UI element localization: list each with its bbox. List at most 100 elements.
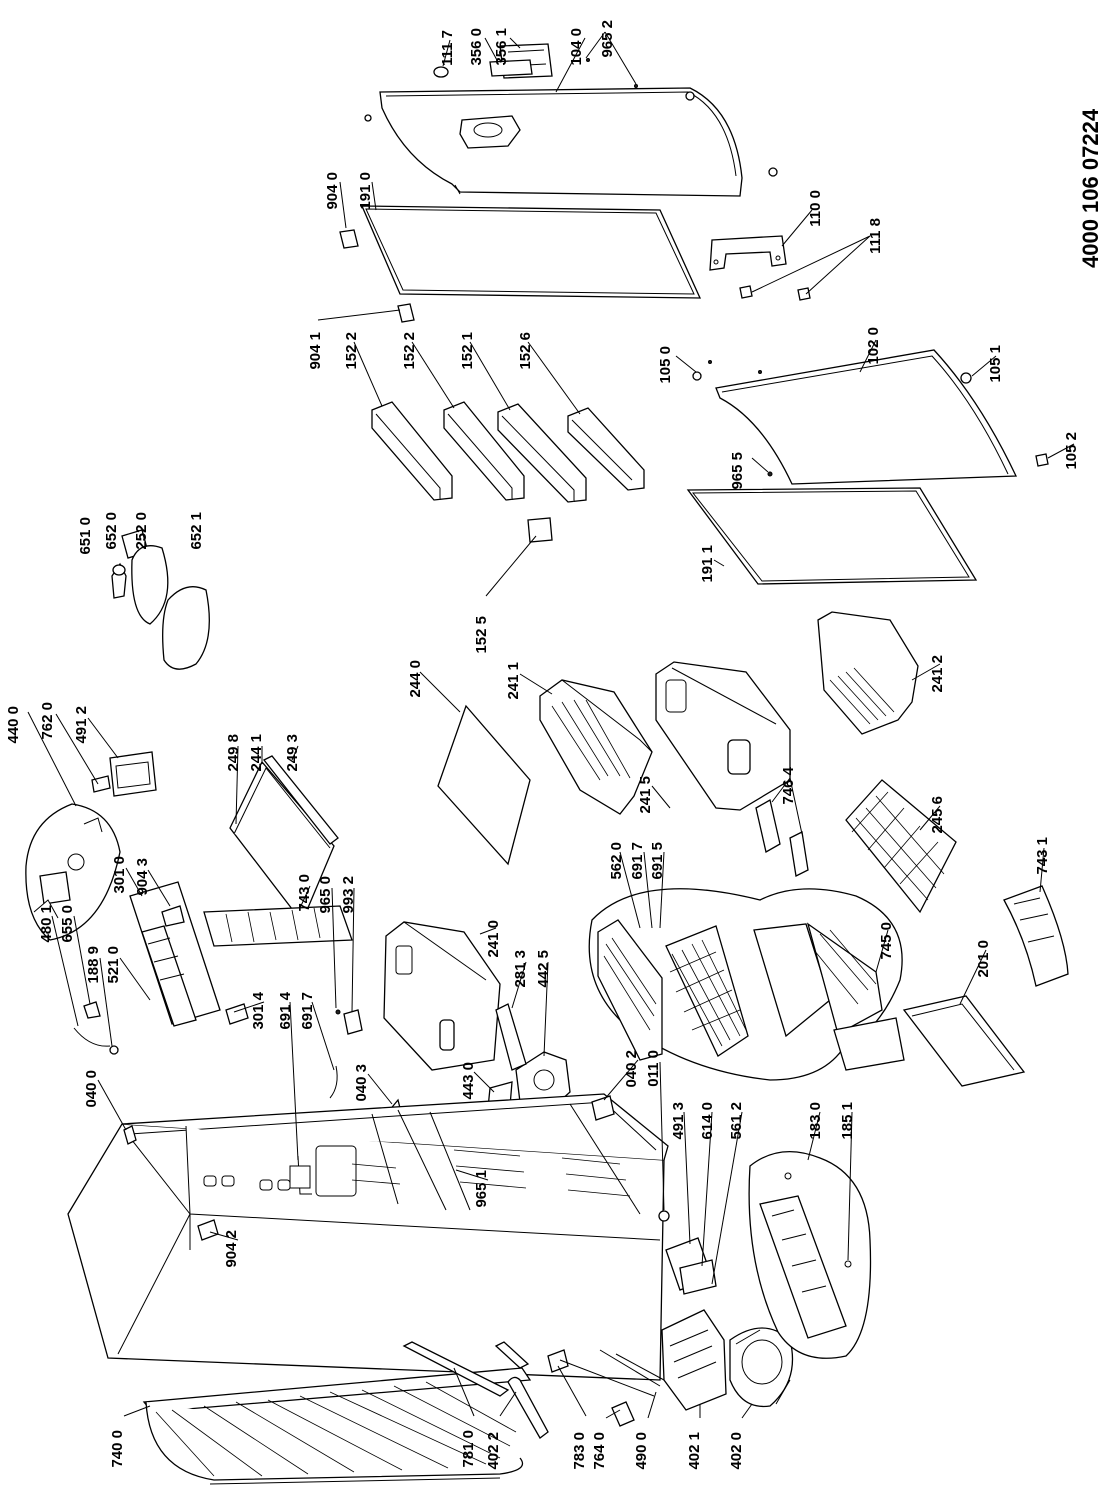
door-shelf-152-2-b xyxy=(443,401,525,501)
part-label: 152 5 xyxy=(473,616,490,654)
part-label: 040 2 xyxy=(623,1050,640,1088)
part-label: 244 1 xyxy=(248,734,265,772)
part-label: 965 1 xyxy=(473,1170,490,1208)
rail-746-4 xyxy=(755,799,781,853)
part-label: 783 0 xyxy=(571,1432,588,1470)
part-label: 904 2 xyxy=(223,1230,240,1268)
part-040-2 xyxy=(591,1095,615,1121)
part-label: 993 2 xyxy=(340,876,357,914)
part-label: 111 7 xyxy=(439,30,456,66)
part-label: 040 3 xyxy=(353,1064,370,1102)
screw-965-0 xyxy=(335,1009,341,1015)
part-label: 104 0 xyxy=(568,28,585,66)
fan-assembly-440-0 xyxy=(25,751,157,941)
part-label: 442 5 xyxy=(535,950,552,988)
part-label: 651 0 xyxy=(77,517,94,555)
part-label: 281 3 xyxy=(512,950,529,988)
wire-shelf-245-6 xyxy=(845,779,957,914)
compressor-bracket-402-1 xyxy=(661,1309,727,1411)
part-label: 105 1 xyxy=(987,345,1004,383)
screw xyxy=(364,114,372,122)
part-label: 443 0 xyxy=(460,1062,477,1100)
part-label: 356 0 xyxy=(468,28,485,66)
part-655-0 xyxy=(83,1001,101,1019)
part-label: 691 5 xyxy=(649,842,666,880)
power-cord xyxy=(559,1359,655,1397)
control-panel-301-0 xyxy=(129,881,221,1027)
hinge-pin-105-0 xyxy=(692,371,702,381)
refrigerator-cabinet xyxy=(67,1093,670,1381)
part-label: 191 1 xyxy=(699,545,716,583)
part-993-2 xyxy=(343,1009,363,1035)
part-040-0 xyxy=(123,1125,137,1145)
hinge-cover-356 xyxy=(489,43,553,79)
clip-904-0 xyxy=(339,229,359,249)
compressor-402-0 xyxy=(729,1327,794,1408)
screw-965-5 xyxy=(767,471,773,477)
part-label: 652 1 xyxy=(188,512,205,550)
part-764-0 xyxy=(611,1401,635,1427)
part-label: 965 5 xyxy=(729,452,746,490)
evaporator-assembly-745-0 xyxy=(588,888,905,1081)
part-label: 904 3 xyxy=(134,858,151,896)
rail-281-3 xyxy=(495,1003,527,1071)
part-label: 652 0 xyxy=(103,512,120,550)
part-label: 491 3 xyxy=(670,1102,687,1140)
door-shelf-152-6 xyxy=(567,407,645,491)
part-label: 111 8 xyxy=(867,218,884,254)
part-label: 241 2 xyxy=(929,655,946,693)
part-label: 965 2 xyxy=(599,20,616,58)
crisper-drawer-241-1 xyxy=(539,679,653,815)
part-label: 185 1 xyxy=(839,1102,856,1140)
leader-lines xyxy=(27,31,1075,1419)
rail-746-4 xyxy=(789,831,809,877)
part-label: 691 7 xyxy=(299,992,316,1030)
back-cover-201-0 xyxy=(902,995,1026,1087)
fridge-door-gasket xyxy=(686,487,978,585)
part-label: 241 5 xyxy=(637,776,654,814)
part-label: 740 0 xyxy=(109,1430,126,1468)
lamp-assembly xyxy=(111,529,210,670)
part-label: 402 2 xyxy=(485,1432,502,1470)
pin-111-8 xyxy=(739,285,753,299)
wires-490-0 xyxy=(599,1349,665,1387)
part-label: 402 0 xyxy=(728,1432,745,1470)
part-label: 301 4 xyxy=(250,991,267,1029)
part-label: 440 0 xyxy=(5,706,22,744)
pin-111-8 xyxy=(797,287,811,301)
base-tray-183-0 xyxy=(748,1151,872,1359)
part-label: 188 9 xyxy=(85,946,102,984)
part-label: 965 0 xyxy=(317,876,334,914)
part-label: 356 1 xyxy=(493,28,510,66)
part-label: 201 0 xyxy=(975,940,992,978)
part-label: 105 0 xyxy=(657,346,674,384)
bushing xyxy=(685,91,695,101)
part-label: 249 8 xyxy=(225,734,242,772)
part-label: 562 0 xyxy=(608,842,625,880)
part-label: 241 1 xyxy=(505,662,522,700)
hinge-105-1 xyxy=(960,372,972,384)
part-label: 011 0 xyxy=(645,1050,662,1087)
plug-783-0 xyxy=(547,1349,569,1373)
door-shelf-152-1 xyxy=(497,403,587,503)
part-label: 743 1 xyxy=(1034,837,1051,875)
pipe-781-0 xyxy=(402,1341,510,1397)
glass-shelf-244-0 xyxy=(437,704,531,866)
freezer-door xyxy=(379,87,743,197)
condenser-740-0 xyxy=(142,1367,532,1485)
relay-box-491-3 xyxy=(665,1237,717,1295)
fridge-door xyxy=(715,349,1018,485)
cover-743-0 xyxy=(203,905,353,947)
cable-480-1 xyxy=(73,1027,111,1047)
part-label: 490 0 xyxy=(633,1432,650,1470)
part-188-9 xyxy=(109,1045,119,1055)
pipe xyxy=(494,1341,530,1369)
part-label: 152 1 xyxy=(459,332,476,370)
part-691-7 xyxy=(329,1065,338,1099)
part-label: 245 6 xyxy=(929,796,946,834)
part-label: 745 0 xyxy=(878,922,895,960)
part-label: 521 0 xyxy=(105,946,122,984)
door-shelf-152-2-a xyxy=(371,401,453,501)
part-label: 040 0 xyxy=(83,1070,100,1108)
